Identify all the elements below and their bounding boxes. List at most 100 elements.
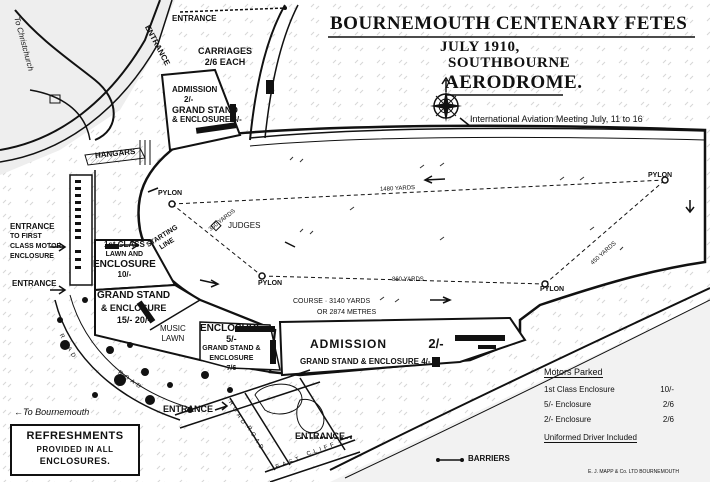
enclosure-5-l1: ENCLOSURE	[200, 323, 263, 334]
course-label: COURSE · 3140 YARDS OR 2874 METRES	[287, 296, 376, 318]
course-l1: COURSE · 3140 YARDS	[292, 298, 371, 305]
admission-main-sub: GRAND STAND & ENCLOSURE 4/-	[300, 357, 431, 366]
admission-stand-2	[478, 345, 496, 349]
pylon-south: PYLON	[258, 280, 283, 287]
carriage-block	[266, 80, 274, 94]
grand-stand-left-l2: & ENCLOSURE	[100, 303, 167, 313]
enclosure-5-l3: GRAND STAND &	[202, 345, 261, 352]
entrance-arrow-left-2	[50, 285, 67, 295]
refreshments-box: REFRESHMENTS PROVIDED IN ALL ENCLOSURES.	[10, 424, 140, 476]
legend-row-first-class: 1st Class Enclosure 10/-	[544, 382, 674, 397]
judges-box	[210, 220, 222, 232]
judges-label: JUDGES	[228, 221, 261, 230]
road-southwest-2	[69, 294, 191, 409]
admission-top-l2: 2/-	[184, 95, 194, 104]
legend-row-5-label: 5/- Enclosure	[544, 400, 592, 409]
enclosure-5-l4: ENCLOSURE	[209, 355, 254, 362]
grand-stand-left-label: GRAND STAND & ENCLOSURE 15/- 20/-	[97, 290, 170, 326]
road-bottom-1	[174, 369, 311, 416]
legend-row-5: 5/- Enclosure 2/6	[544, 397, 674, 412]
entrance-first-class-l3: CLASS MOTOR	[10, 243, 62, 250]
carriages-label: CARRIAGES 2/6 EACH	[198, 46, 252, 68]
river-curve	[14, 9, 115, 141]
enclosure-5-stand-2	[270, 340, 276, 364]
road-southwest	[54, 299, 181, 421]
starting-arrow	[120, 240, 140, 250]
credit-label: E. J. MAPP & Co. LTD BOURNEMOUTH	[588, 469, 679, 475]
inlet	[49, 94, 61, 104]
entrance-first-class-l4: ENCLOSURE	[10, 253, 54, 260]
meeting-text: International Aviation Meeting July, 11 …	[470, 114, 643, 124]
barrier-legend-post-2	[460, 458, 464, 462]
field-top-edge-2	[249, 136, 706, 147]
road-christchurch-2	[0, 0, 173, 163]
carriages-line2: 2/6 EACH	[204, 57, 246, 67]
map-title: BOURNEMOUTH CENTENARY FETES	[330, 13, 688, 34]
first-class-l4: 10/-	[117, 270, 132, 279]
admission-top-l3: GRAND STAND	[172, 105, 238, 115]
entrance-first-class-l2: TO FIRST	[10, 233, 42, 240]
enclosure-5-label: ENCLOSURE 5/- GRAND STAND & ENCLOSURE 7/…	[200, 324, 263, 374]
legend-row-2-label: 2/- Enclosure	[544, 415, 592, 424]
entrance-barrier-top	[179, 7, 286, 13]
pylon-southeast: PYLON	[540, 286, 565, 293]
map-date: JULY 1910,	[440, 39, 520, 55]
entrance-arrow-left	[50, 242, 67, 252]
refreshments-l2: PROVIDED IN ALL	[36, 445, 114, 454]
music-lawn-label: MUSIC LAWN	[160, 324, 186, 344]
road-christchurch	[0, 0, 161, 151]
music-lawn-l1: MUSIC	[160, 324, 186, 333]
enclosure-5-l5: 7/6	[226, 365, 237, 372]
entrance-left-lower: ENTRANCE	[12, 279, 57, 288]
road-loop	[254, 383, 303, 415]
legend-row-5-price: 2/6	[662, 400, 674, 409]
cliff-line	[329, 287, 710, 471]
entrance-first-class-l1: ENTRANCE	[10, 222, 55, 231]
to-bournemouth-label: ←To Bournemouth	[14, 407, 90, 417]
distance-860: 860 YARDS	[392, 277, 424, 283]
parked-cars	[75, 180, 81, 269]
admission-main-price: 2/-	[428, 336, 444, 351]
compass-rose	[430, 90, 462, 122]
entrance-first-class: ENTRANCE TO FIRST CLASS MOTOR ENCLOSURE	[10, 222, 62, 262]
pylon-markers	[168, 176, 669, 288]
coast-area	[330, 300, 710, 482]
road-bottom-7	[269, 451, 361, 482]
admission-top-l4: & ENCLOSURE 6/-	[172, 115, 242, 124]
northwest-land	[0, 0, 175, 175]
pylon-east: PYLON	[648, 172, 673, 179]
music-lawn-l2: LAWN	[161, 334, 185, 343]
motors-parked-title: Motors Parked	[544, 367, 603, 378]
grand-stand-left-l3: 15/- 20/-	[116, 315, 151, 325]
road-top-entrance-2	[264, 4, 299, 139]
enclosure-5-stand	[235, 326, 275, 332]
entrance-bottom-right: ENTRANCE	[295, 431, 346, 441]
road-bottom-2	[179, 381, 321, 429]
barrier-legend-post-1	[436, 458, 440, 462]
river-curve-2	[29, 89, 91, 141]
pylon-west: PYLON	[158, 190, 183, 197]
road-bottom-3	[229, 397, 276, 471]
road-top-entrance	[249, 4, 286, 141]
course-arrows	[147, 175, 695, 304]
refreshments-l3: ENCLOSURES.	[39, 456, 111, 466]
field-top-edge	[249, 127, 706, 139]
hangar-stripes	[139, 140, 151, 165]
legend-footer: Uniformed Driver Included	[544, 433, 637, 443]
map-aerodrome: AERODROME.	[445, 72, 583, 93]
admission-top-label: ADMISSION 2/- GRAND STAND & ENCLOSURE 6/…	[172, 85, 242, 125]
barrier-post	[283, 6, 287, 10]
road-loop-2	[296, 398, 325, 434]
admission-stand-3	[432, 357, 440, 367]
carriages-line1: CARRIAGES	[198, 46, 253, 56]
first-class-stand	[105, 244, 119, 249]
refreshments-l1: REFRESHMENTS	[26, 430, 124, 442]
legend-row-2: 2/- Enclosure 2/6	[544, 412, 674, 427]
entrance-top: ENTRANCE	[172, 14, 217, 23]
admission-main-text: ADMISSION	[310, 337, 388, 351]
cliff-line-2	[344, 299, 710, 479]
motors-parked-legend: Motors Parked 1st Class Enclosure 10/- 5…	[544, 362, 674, 445]
enclosure-divider	[149, 299, 201, 331]
admission-top-l1: ADMISSION	[172, 85, 218, 94]
